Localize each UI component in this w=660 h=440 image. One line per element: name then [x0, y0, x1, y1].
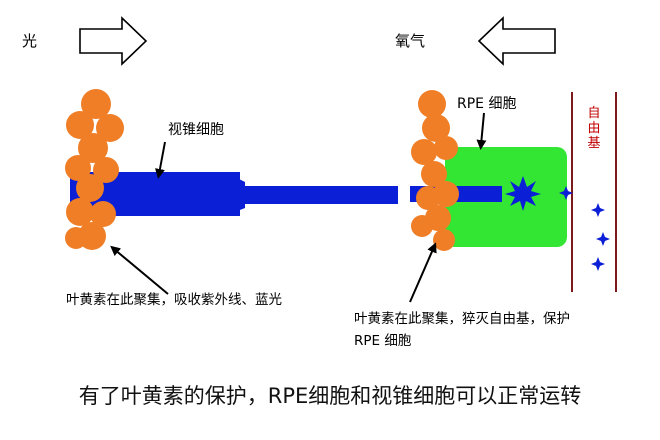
cone-cell: [70, 172, 398, 216]
oxygen-label: 氧气: [395, 32, 426, 50]
lutein-right-arrow: [409, 242, 437, 303]
radical-burst-icon: [505, 176, 541, 211]
rpe-cell: [445, 147, 567, 247]
lutein-left-label: 叶黄素在此聚集，吸收紫外线、蓝光: [66, 292, 282, 308]
lutein-cluster-right: [411, 90, 459, 251]
cone-cell-label: 视锥细胞: [168, 122, 224, 138]
lutein-cluster-left: [65, 89, 124, 250]
free-radical-label: 自由基: [587, 106, 601, 151]
oxygen-arrow: [477, 16, 556, 66]
cone-label-arrow: [155, 141, 166, 179]
light-label: 光: [22, 32, 38, 50]
caption: 有了叶黄素的保护，RPE细胞和视锥细胞可以正常运转: [78, 384, 582, 408]
lutein-right-label: 叶黄素在此聚集，猝灭自由基，保护 RPE 细胞: [354, 311, 570, 349]
light-arrow: [79, 16, 148, 66]
rpe-label-arrow: [476, 112, 487, 150]
free-radical-dots: [559, 186, 610, 271]
lutein-left-arrow: [110, 245, 169, 295]
rpe-cell-label: RPE 细胞: [457, 96, 517, 112]
